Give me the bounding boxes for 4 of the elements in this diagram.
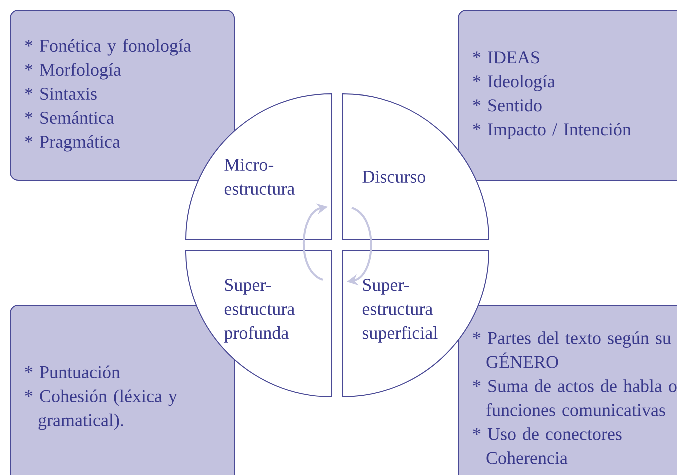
quadrant: Super- estructura profunda	[186, 250, 332, 398]
text-box: * Partes del texto según su GÉNERO * Suma de actos de habla o funciones comunicativas * Uso de conectores Coherencia	[458, 305, 677, 475]
quadrant: Micro- estructura	[186, 94, 332, 240]
text-box: * IDEAS * Ideología * Sentido * Impacto / Intención	[458, 10, 677, 181]
